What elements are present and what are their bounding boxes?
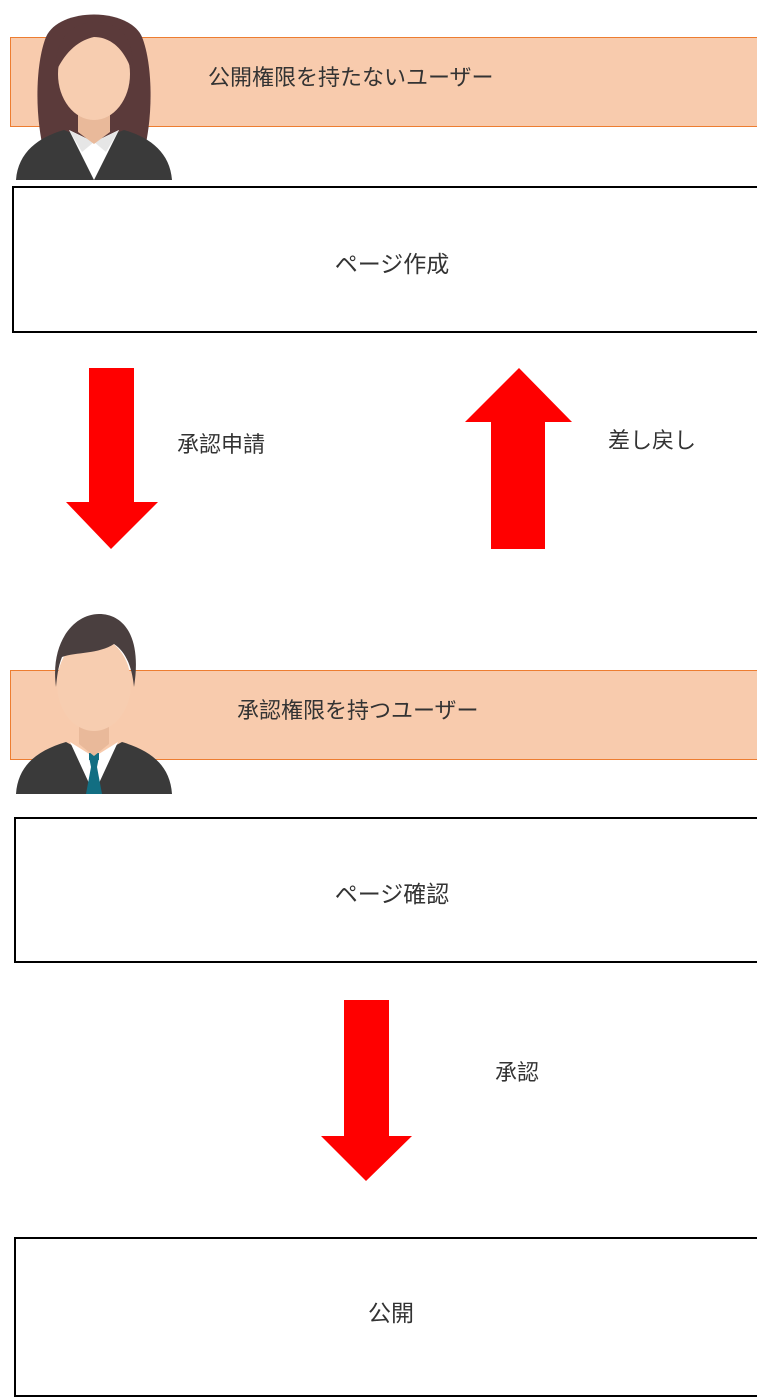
woman-avatar-icon [16,14,172,180]
create-page-label: ページ作成 [334,252,450,278]
approver-role-label: 承認権限を持つユーザー [237,699,479,724]
send-back-label: 差し戻し [608,429,697,454]
publish-label: 公開 [368,1301,414,1327]
review-page-label: ページ確認 [334,882,450,908]
approve-arrow [321,1000,412,1181]
man-avatar-icon [16,614,172,794]
send-back-arrow [465,368,572,549]
review-page-step [14,817,757,963]
create-page-step [12,186,757,333]
request-approval-label: 承認申請 [177,433,266,458]
request-approval-arrow [66,368,158,549]
approver-role-banner [10,670,757,760]
creator-role-label: 公開権限を持たないユーザー [208,66,494,91]
approve-label: 承認 [495,1061,540,1086]
